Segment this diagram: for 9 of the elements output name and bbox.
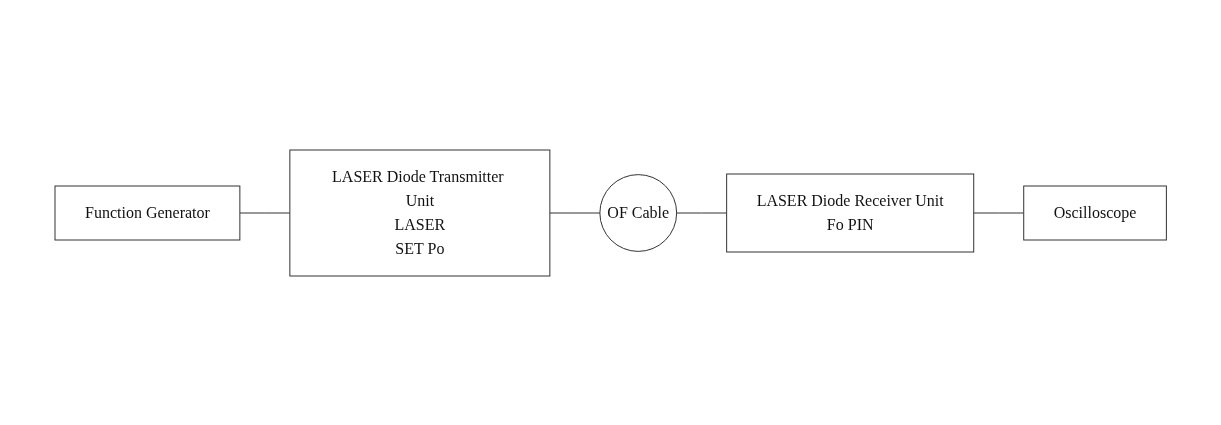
node-box: Oscilloscope	[1023, 185, 1167, 240]
node-box: LASER Diode Receiver Unit Fo PIN	[725, 173, 975, 252]
node-box: Function Generator	[54, 185, 241, 240]
connector	[973, 212, 1025, 213]
connector	[239, 212, 291, 213]
connector	[675, 212, 727, 213]
node-circle: OF Cable	[599, 173, 677, 252]
connector	[549, 212, 601, 213]
node-box: LASER Diode Transmitter Unit LASER SET Po	[289, 149, 551, 276]
